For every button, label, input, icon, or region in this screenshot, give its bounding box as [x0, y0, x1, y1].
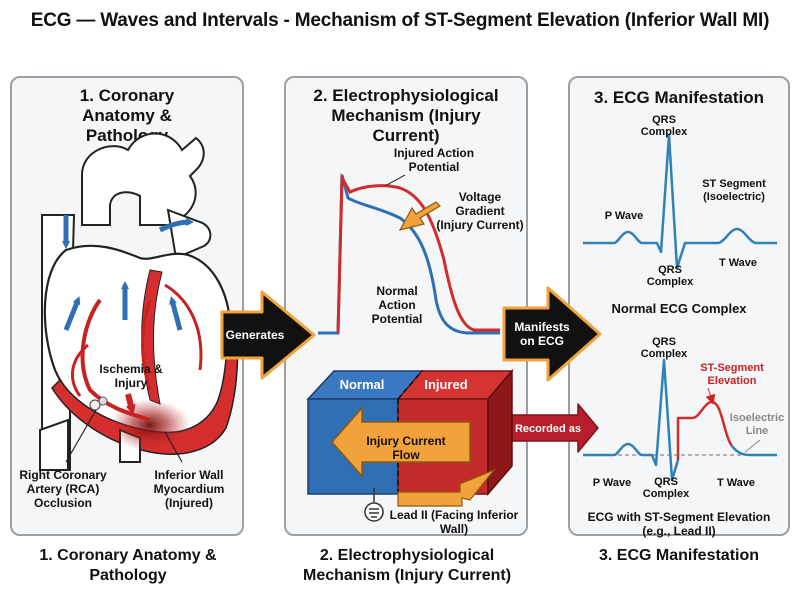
inferior-wall-label: Inferior Wall Myocardium (Injured) — [153, 468, 225, 510]
injury-current-flow-label: Injury Current Flow — [366, 434, 446, 462]
panel-ecg-title: 3. ECG Manifestation — [593, 88, 765, 107]
ischemia-label: Ischemia & Injury — [99, 362, 163, 390]
t-wave2-label: T Wave — [716, 477, 756, 489]
normal-action-potential-curve — [318, 174, 500, 335]
normal-ap-label: Normal Action Potential — [371, 284, 423, 326]
voltage-gradient-arrow — [398, 201, 441, 231]
rca-occlusion-label: Right Coronary Artery (RCA) Occlusion — [19, 468, 107, 510]
normal-ecg-caption: Normal ECG Complex — [611, 301, 747, 316]
recorded-as-arrow — [509, 403, 599, 453]
electrode-icon — [364, 488, 384, 522]
isoelectric-line-label: Isoelectric Line — [729, 412, 785, 437]
normal-ecg-trace — [583, 133, 777, 270]
generates-arrow — [220, 290, 316, 380]
injured-ap-label: Injured Action Potential — [393, 146, 475, 174]
st-elevation-pointer — [705, 387, 716, 405]
heart-illustration — [39, 132, 239, 471]
isoelectric-pointer — [744, 439, 761, 453]
inferior-callout-line — [164, 431, 183, 463]
st-elevation-ecg-caption: ECG with ST-Segment Elevation (e.g., Lea… — [587, 510, 771, 538]
normal-region-label: Normal — [339, 377, 385, 392]
qrs-complex-top-label: QRS Complex — [640, 114, 688, 138]
t-wave-label: T Wave — [718, 257, 758, 269]
tissue-block — [306, 368, 514, 507]
p-wave-label: P Wave — [604, 210, 644, 222]
caption-ecg: 3. ECG Manifestation — [598, 547, 760, 564]
caption-mechanism: 2. Electrophysiological Mechanism (Injur… — [302, 547, 512, 584]
diagram-title: ECG — Waves and Intervals - Mechanism of… — [30, 10, 770, 31]
qrs-complex-top2-label: QRS Complex — [640, 336, 688, 360]
rca-callout-line — [65, 409, 97, 463]
st-elevation-label: ST-Segment Elevation — [700, 362, 764, 387]
caption-anatomy: 1. Coronary Anatomy & Pathology — [39, 547, 217, 584]
lead-ii-label: Lead II (Facing Inferior Wall) — [389, 508, 519, 536]
action-potential-plot — [318, 172, 500, 335]
injured-region-label: Injured — [424, 377, 468, 392]
qrs-complex-bottom-label: QRS Complex — [646, 264, 694, 288]
injury-current-flow-arrow — [330, 406, 471, 478]
st-segment-label: ST Segment (Isoelectric) — [702, 178, 766, 203]
p-wave2-label: P Wave — [592, 477, 632, 489]
manifests-label: Manifests on ECG — [514, 320, 570, 348]
recorded-as-label: Recorded as — [514, 423, 582, 435]
panel-mechanism-title: 2. Electrophysiological Mechanism (Injur… — [313, 86, 499, 145]
manifests-arrow — [502, 286, 602, 382]
qrs-complex-bottom2-label: QRS Complex — [642, 476, 690, 500]
lead-arrow — [397, 468, 496, 507]
generates-label: Generates — [225, 328, 285, 342]
st-elevation-ecg-trace — [583, 358, 680, 482]
voltage-gradient-label: Voltage Gradient (Injury Current) — [436, 190, 524, 232]
